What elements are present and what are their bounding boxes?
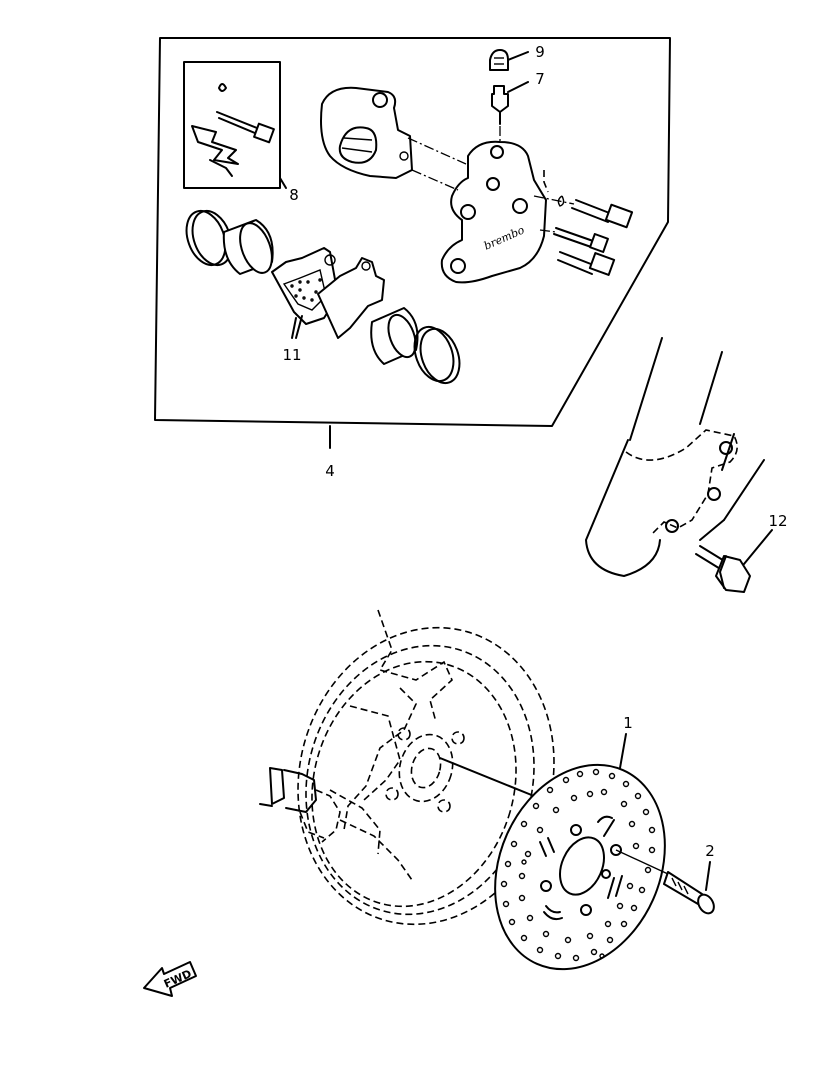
wheel-hub-dashed [297,609,555,926]
fork-leg [585,337,765,577]
caliper-bracket [320,86,413,179]
brake-disc: 1 [494,714,666,971]
clip-icon [218,83,227,92]
axle-spacer [259,767,341,843]
bleed-cap: 9 [489,43,545,71]
pad-pin-icon [216,111,275,144]
callout-8: 8 [289,186,299,204]
brake-pad-outer [317,257,385,339]
brake-pad-inner [271,247,339,325]
caliper-pin-bolts [533,170,634,276]
disc-bolt: 2 [615,842,715,915]
pad-spring-icon [191,125,239,165]
bleed-screw: 7 [491,70,545,142]
piston-left [222,219,274,275]
caliper-mounting-bolt: 12 [695,512,788,593]
piston-seal-right [413,325,461,385]
callout-7: 7 [535,70,545,88]
pin-kit-box: 8 [183,61,299,204]
caliper-body: brembo [407,137,547,284]
callout-12: 12 [768,512,787,530]
callout-9: 9 [535,43,545,61]
piston-right [370,307,419,365]
callout-1: 1 [623,714,633,732]
caliper-assembly-frame: 4 [154,37,671,480]
forward-direction-arrow: FWD [143,961,197,997]
pad-callout: 11 [282,315,303,364]
callout-2: 2 [705,842,715,860]
callout-4: 4 [325,462,335,480]
callout-11: 11 [282,346,301,364]
